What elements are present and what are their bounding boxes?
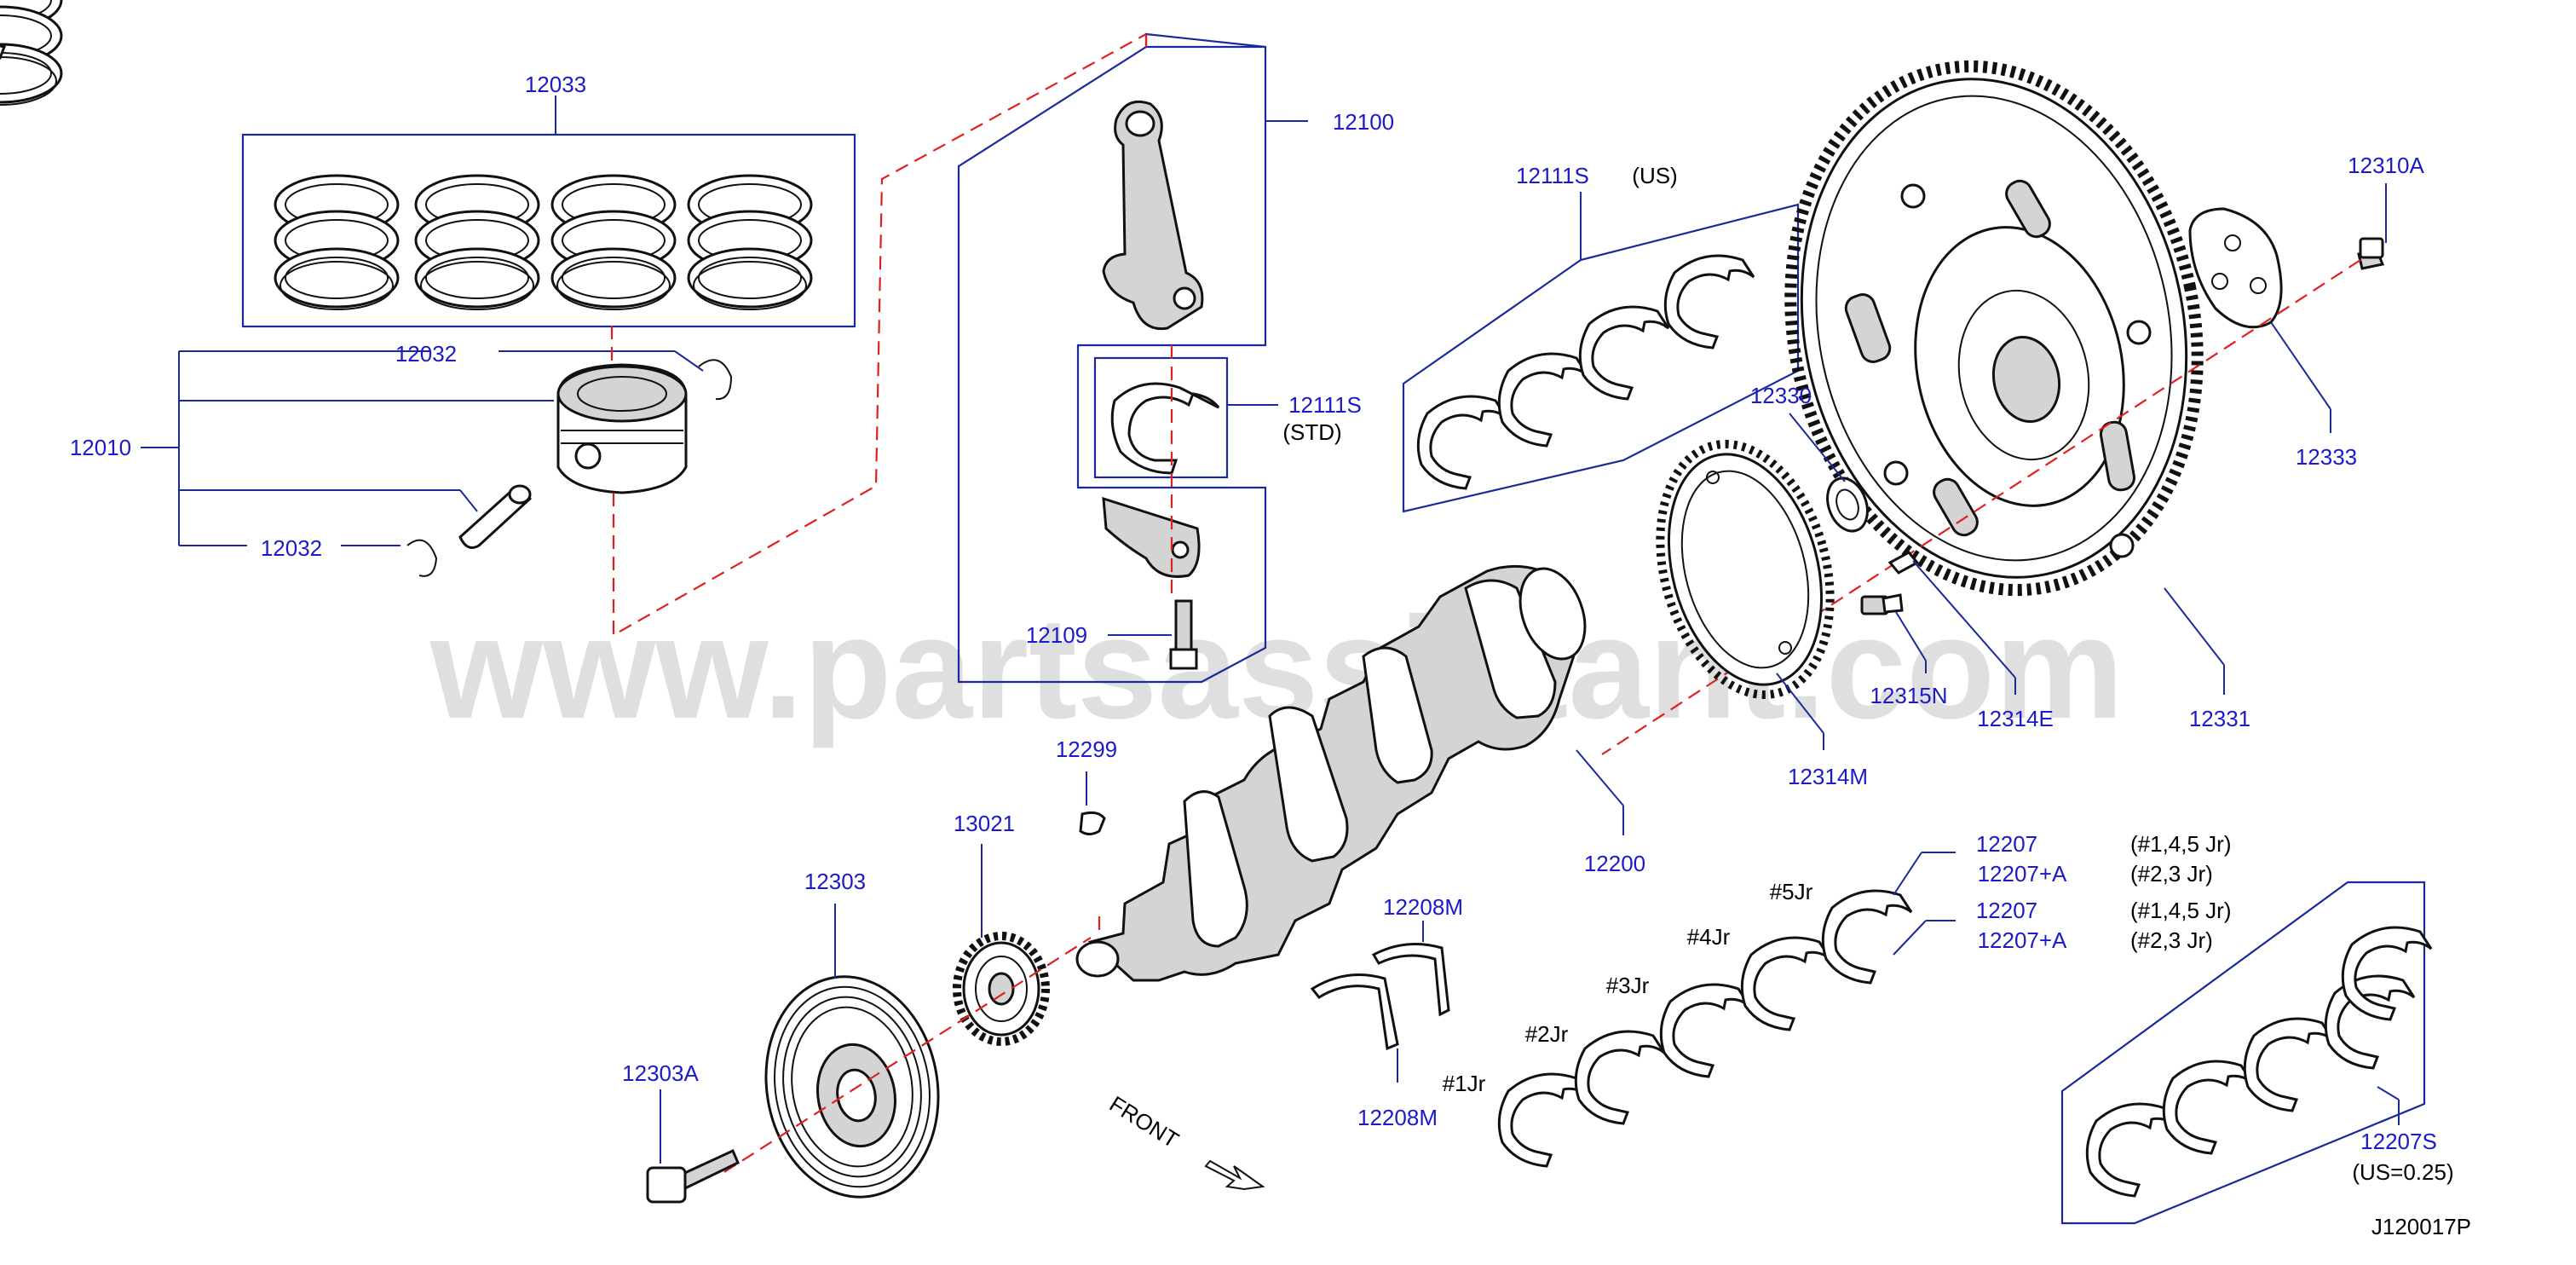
callout-12207-upper[interactable]: 12207 — [1976, 831, 2037, 857]
piston[interactable] — [556, 363, 688, 494]
callout-12207s[interactable]: 12207S — [2360, 1129, 2437, 1154]
callout-12111s-std[interactable]: 12111S — [1288, 392, 1362, 418]
callout-12033[interactable]: 12033 — [525, 72, 586, 97]
callout-12109[interactable]: 12109 — [1026, 622, 1087, 648]
callout-12310a[interactable]: 12310A — [2348, 153, 2424, 178]
drive-plate-bolt[interactable] — [2357, 237, 2385, 270]
dowel-pin[interactable] — [1887, 551, 1920, 575]
callout-12208m-lower[interactable]: 12208M — [1357, 1105, 1438, 1130]
callout-12314m[interactable]: 12314M — [1788, 764, 1868, 789]
callout-12207-lower[interactable]: 12207 — [1976, 898, 2037, 923]
callout-12330[interactable]: 12330 — [1750, 383, 1812, 408]
front-arrow-icon — [1204, 1159, 1265, 1191]
callout-12314e[interactable]: 12314E — [1977, 706, 2054, 731]
crankshaft-pulley[interactable] — [749, 963, 955, 1211]
diagram-code: J120017P — [2371, 1214, 2471, 1239]
callout-12032-lower[interactable]: 12032 — [261, 535, 322, 561]
note-journals-2: (#2,3 Jr) — [2130, 861, 2213, 887]
con-rod-bearing-std[interactable] — [1110, 382, 1220, 475]
con-rod-bearing-us-set[interactable] — [0, 0, 1755, 490]
drive-plate[interactable] — [1743, 28, 2245, 628]
callout-13021[interactable]: 13021 — [954, 811, 1015, 836]
label-journal-5: #5Jr — [1770, 879, 1813, 904]
pulley-bolt[interactable] — [646, 1148, 740, 1204]
label-journal-1: #1Jr — [1443, 1071, 1486, 1096]
piston-ring-set[interactable] — [0, 0, 856, 328]
label-std: (STD) — [1282, 419, 1341, 445]
signal-plate[interactable] — [1634, 425, 1856, 714]
label-journal-2: #2Jr — [1525, 1021, 1569, 1047]
signal-plate-bolt[interactable] — [1860, 593, 1904, 615]
label-journal-3: #3Jr — [1606, 973, 1650, 998]
snap-ring-upper[interactable] — [698, 359, 733, 401]
callout-12303a[interactable]: 12303A — [622, 1060, 699, 1086]
thrust-washer-upper[interactable] — [1371, 943, 1450, 1017]
callout-12010[interactable]: 12010 — [70, 435, 131, 460]
con-rod-cap[interactable] — [1102, 496, 1201, 578]
rear-oil-seal[interactable] — [1820, 472, 1874, 536]
thrust-washer-lower[interactable] — [1310, 973, 1399, 1051]
callout-12207-plus-a-upper[interactable]: 12207+A — [1978, 861, 2067, 887]
callout-12303[interactable]: 12303 — [804, 869, 866, 894]
callout-12315n[interactable]: 12315N — [1870, 683, 1947, 708]
main-bearing-us-set[interactable] — [2085, 926, 2433, 1198]
note-journals-4: (#2,3 Jr) — [2130, 927, 2213, 953]
front-label: FRONT — [1105, 1091, 1184, 1153]
snap-ring-lower[interactable] — [406, 539, 438, 577]
note-journals-1: (#1,4,5 Jr) — [2130, 831, 2232, 857]
note-journals-3: (#1,4,5 Jr) — [2130, 898, 2232, 923]
callout-12299[interactable]: 12299 — [1056, 736, 1117, 762]
label-us: (US) — [1632, 163, 1677, 188]
reinforcement-plate[interactable] — [2188, 207, 2283, 329]
connecting-rod[interactable] — [1102, 100, 1204, 331]
callout-12331[interactable]: 12331 — [2189, 706, 2250, 731]
callout-12207-plus-a-lower[interactable]: 12207+A — [1978, 927, 2067, 953]
piston-pin[interactable] — [458, 484, 532, 549]
callout-12111s-us[interactable]: 12111S — [1516, 163, 1589, 188]
con-rod-bolt[interactable] — [1169, 599, 1198, 670]
callout-12208m-upper[interactable]: 12208M — [1383, 894, 1463, 920]
woodruff-key[interactable] — [1079, 811, 1106, 835]
label-us-025: (US=0.25) — [2352, 1159, 2453, 1185]
callout-12100[interactable]: 12100 — [1333, 109, 1394, 135]
callout-12333[interactable]: 12333 — [2296, 444, 2357, 470]
crankshaft-sprocket[interactable] — [953, 932, 1050, 1046]
label-journal-4: #4Jr — [1687, 924, 1731, 950]
callout-12032-upper[interactable]: 12032 — [395, 341, 457, 367]
crankshaft[interactable] — [1075, 559, 1597, 982]
callout-12200[interactable]: 12200 — [1584, 851, 1645, 876]
